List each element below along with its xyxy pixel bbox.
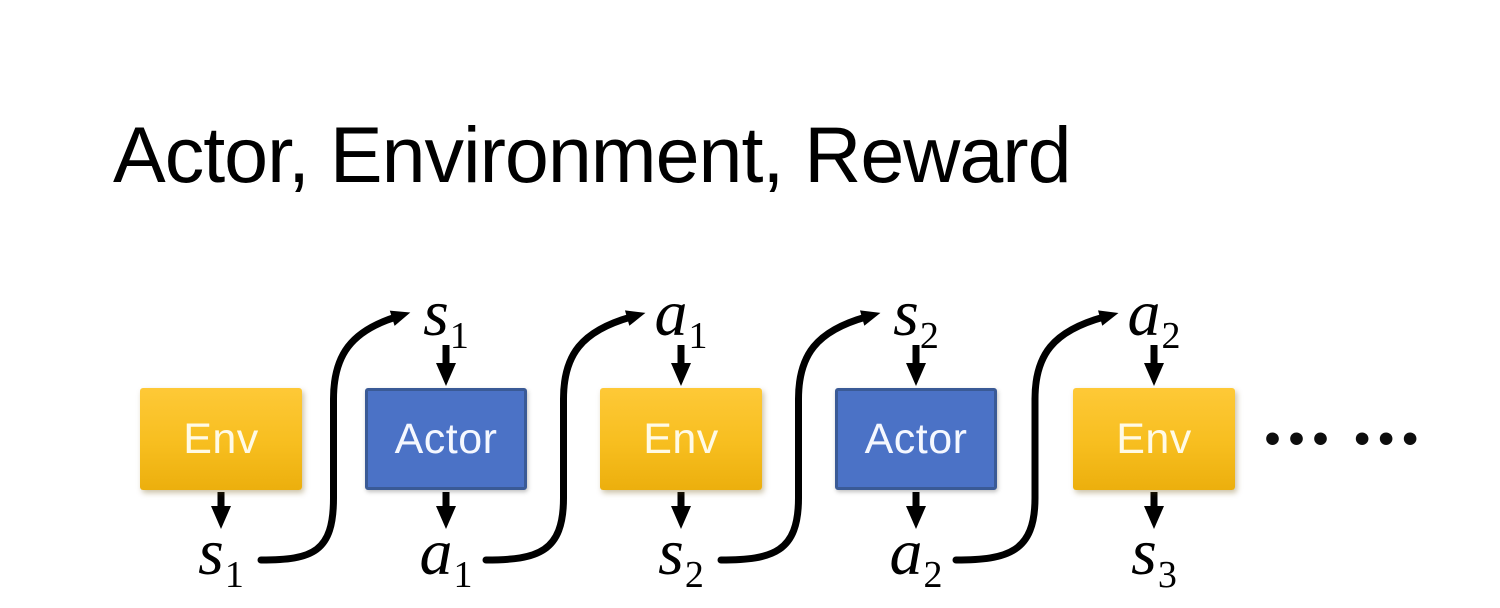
label-base: a bbox=[419, 516, 453, 589]
label-base: s bbox=[423, 277, 449, 350]
label-subscript: 2 bbox=[1161, 315, 1181, 357]
label-subscript: 1 bbox=[449, 315, 469, 357]
label-base: a bbox=[889, 516, 923, 589]
sequence-ellipsis: ••• ••• bbox=[1261, 420, 1423, 461]
box-env-3: Env bbox=[1073, 388, 1235, 490]
box-label: Actor bbox=[394, 414, 498, 463]
label-s2-bottom: s2 bbox=[658, 520, 704, 596]
label-subscript: 2 bbox=[919, 315, 939, 357]
label-a2-top: a2 bbox=[1128, 281, 1181, 357]
box-env-2: Env bbox=[600, 388, 762, 490]
label-base: a bbox=[654, 277, 688, 350]
label-s3-bottom: s3 bbox=[1131, 520, 1177, 596]
label-subscript: 2 bbox=[684, 554, 704, 596]
label-s2-top: s2 bbox=[893, 281, 939, 357]
label-base: a bbox=[1127, 277, 1161, 350]
label-s1-top: s1 bbox=[423, 281, 469, 357]
label-subscript: 1 bbox=[224, 554, 244, 596]
slide-title: Actor, Environment, Reward bbox=[113, 110, 1072, 199]
box-actor-1: Actor bbox=[365, 388, 527, 490]
box-label: Env bbox=[643, 414, 719, 463]
label-base: s bbox=[658, 516, 684, 589]
label-base: s bbox=[1131, 516, 1157, 589]
label-subscript: 1 bbox=[453, 554, 473, 596]
box-actor-2: Actor bbox=[835, 388, 997, 490]
label-a1-bottom: a1 bbox=[420, 520, 473, 596]
label-base: s bbox=[893, 277, 919, 350]
box-label: Actor bbox=[864, 414, 968, 463]
label-subscript: 3 bbox=[1157, 554, 1177, 596]
box-label: Env bbox=[1116, 414, 1192, 463]
label-subscript: 1 bbox=[688, 315, 708, 357]
label-a2-bottom: a2 bbox=[890, 520, 943, 596]
label-base: s bbox=[198, 516, 224, 589]
box-label: Env bbox=[183, 414, 259, 463]
label-a1-top: a1 bbox=[655, 281, 708, 357]
label-subscript: 2 bbox=[923, 554, 943, 596]
label-s1-bottom: s1 bbox=[198, 520, 244, 596]
box-env-1: Env bbox=[140, 388, 302, 490]
